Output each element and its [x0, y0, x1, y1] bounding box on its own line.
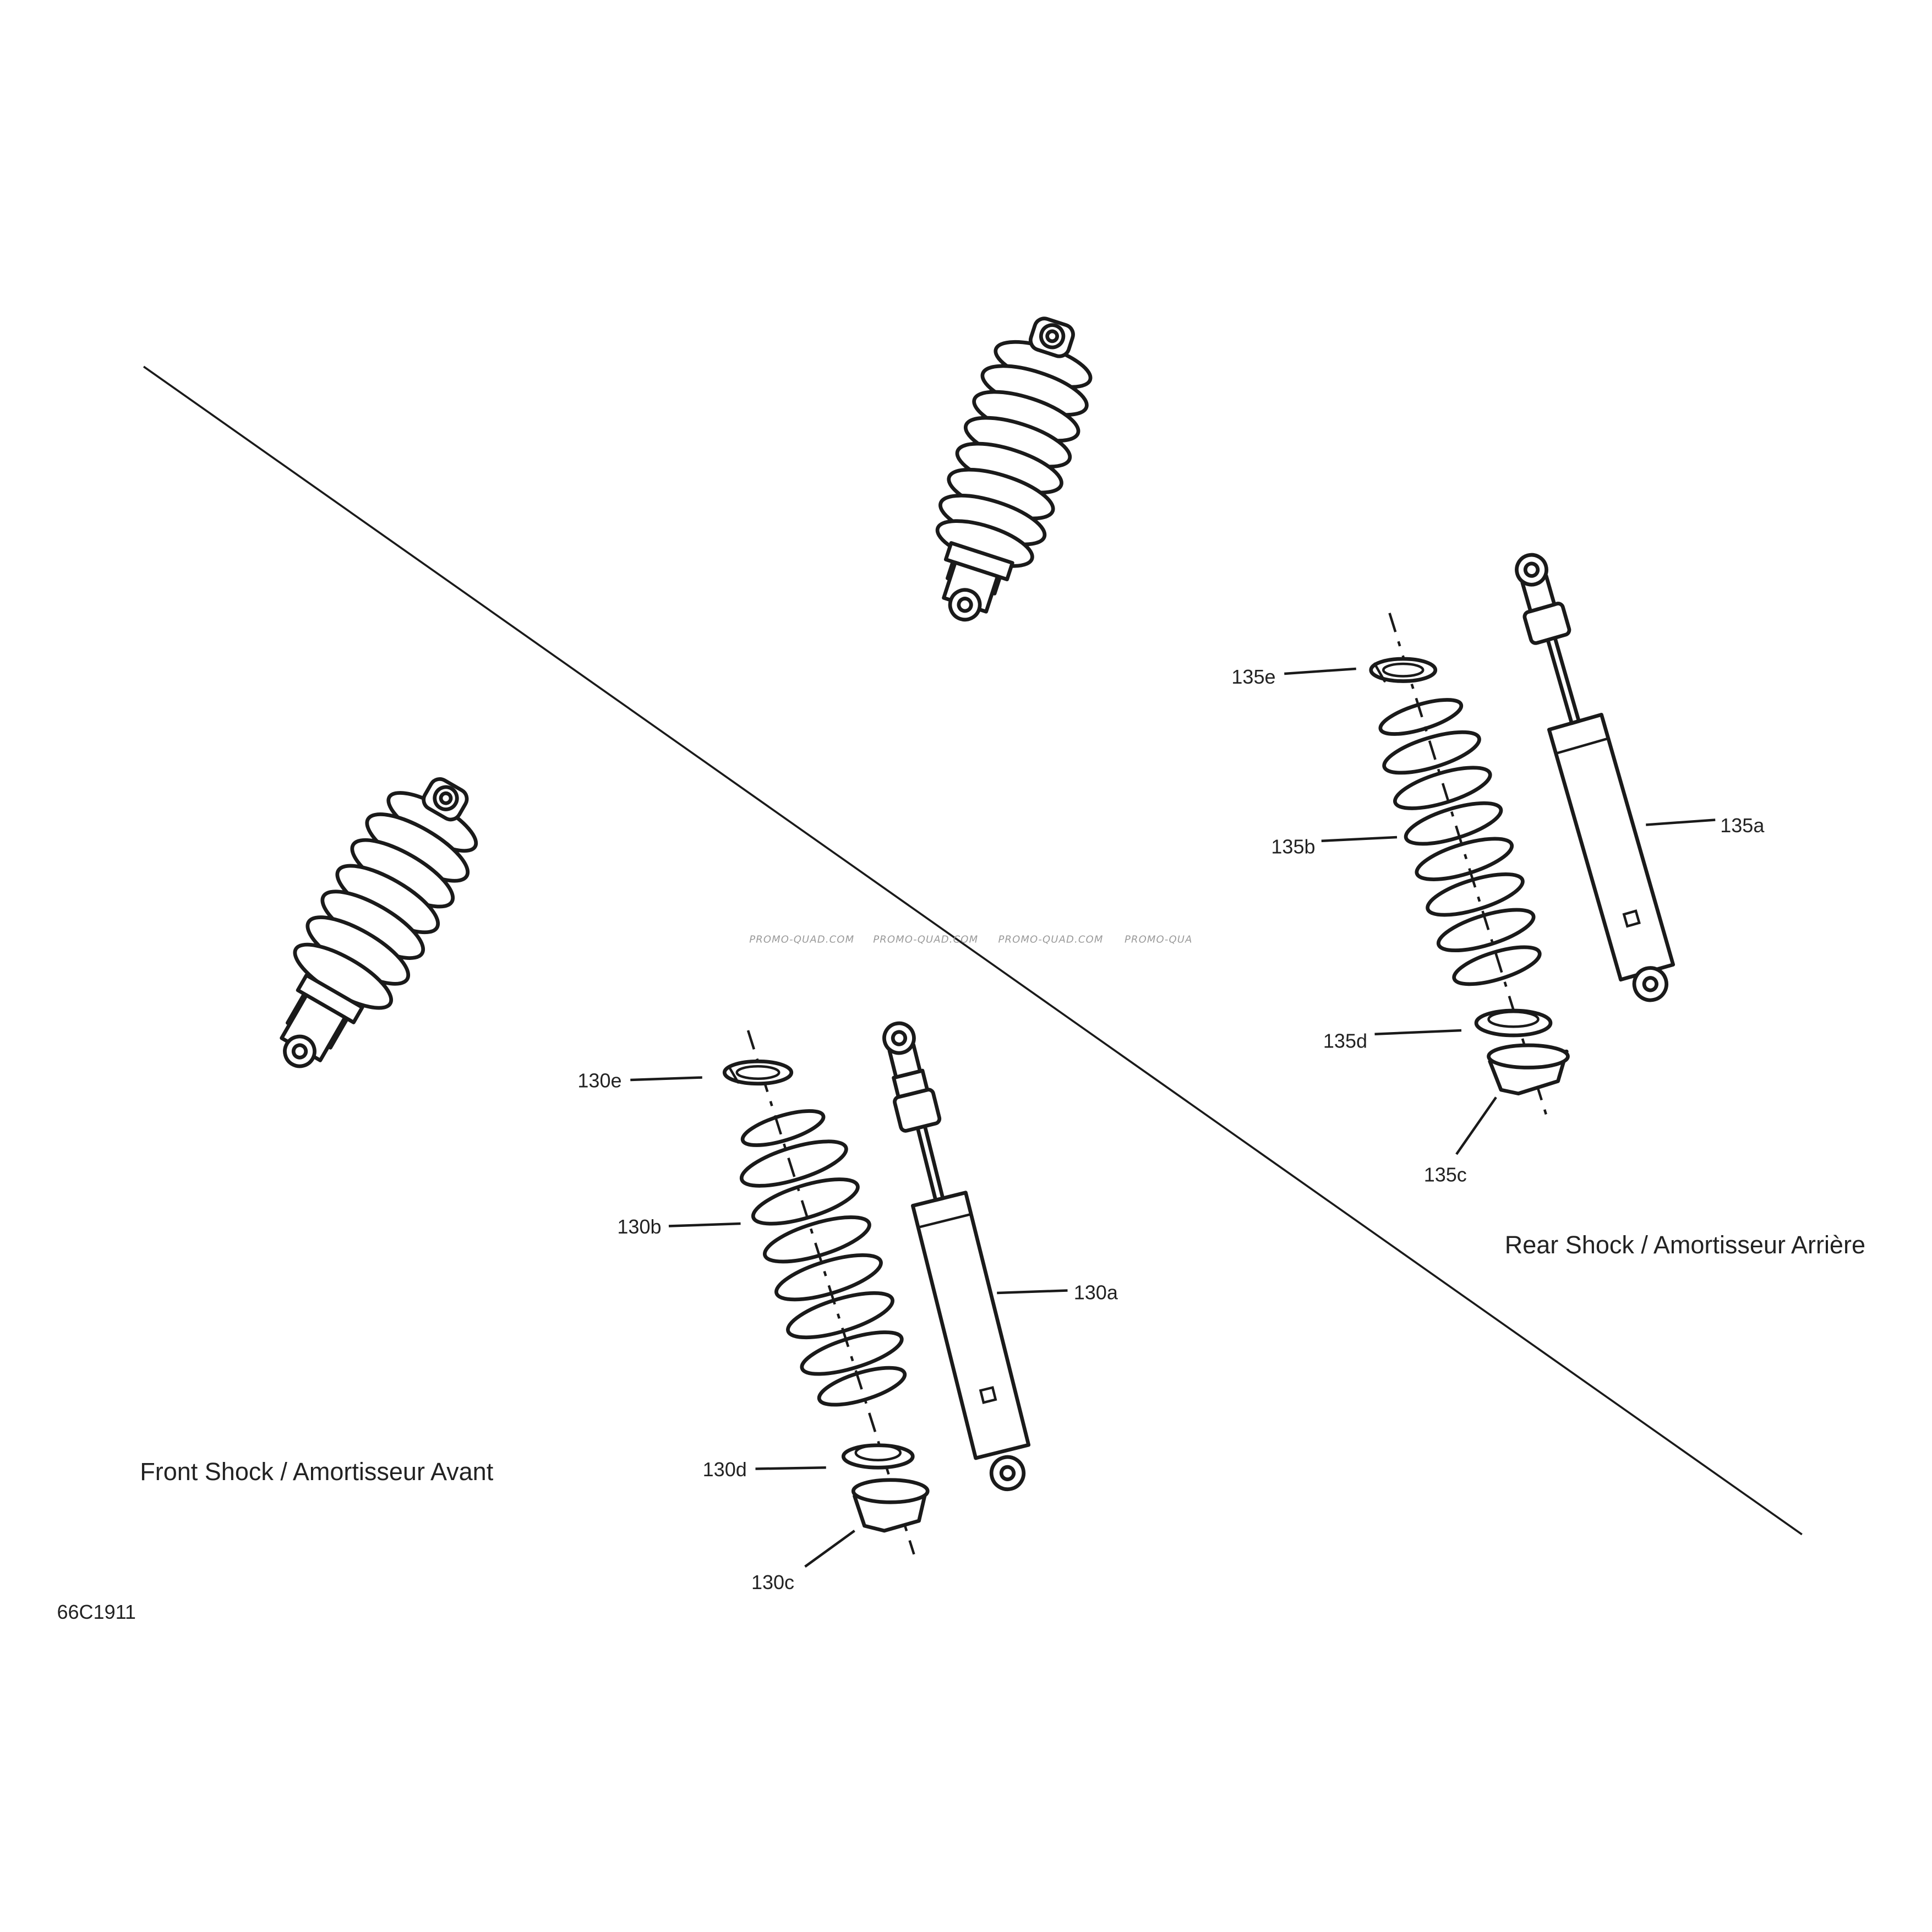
- front-spring-130b: [739, 1109, 907, 1407]
- front-damper-body-130a: [882, 1021, 1031, 1491]
- drawing-code: 66C1911: [57, 1601, 136, 1623]
- front-shock-title: Front Shock / Amortisseur Avant: [140, 1458, 493, 1486]
- assembled-rear-shock-illustration: [935, 316, 1093, 622]
- watermark-text: PROMO-QUA: [1125, 934, 1193, 945]
- rear-spring-adjuster-cup-135c: [1487, 1043, 1570, 1096]
- callout-label-135a: 135a: [1720, 814, 1765, 837]
- front-spring-adjuster-cup-130c: [851, 1478, 930, 1533]
- callout-label-135b: 135b: [1271, 835, 1315, 858]
- callout-label-135d: 135d: [1323, 1030, 1367, 1052]
- assembled-front-shock-illustration: [280, 777, 478, 1068]
- rear-spring-retainer-clip-135e: [1369, 657, 1438, 683]
- callout-label-135e: 135e: [1231, 665, 1275, 688]
- watermark-strip: PROMO-QUAD.COM PROMO-QUAD.COM PROMO-QUAD…: [749, 934, 1192, 945]
- callout-label-130a: 130a: [1074, 1281, 1118, 1303]
- watermark-text: PROMO-QUAD.COM: [998, 934, 1104, 945]
- section-divider-line: [143, 365, 1803, 1536]
- rear-shock-title: Rear Shock / Amortisseur Arrière: [1505, 1231, 1865, 1259]
- callout-label-130d: 130d: [703, 1458, 747, 1481]
- front-spring-seat-washer-130d: [841, 1443, 915, 1470]
- callout-label-130e: 130e: [577, 1069, 621, 1092]
- watermark-text: PROMO-QUAD.COM: [873, 934, 978, 945]
- callout-label-130c: 130c: [751, 1571, 794, 1593]
- rear-spring-seat-washer-135d: [1474, 1008, 1553, 1038]
- watermark-text: PROMO-QUAD.COM: [749, 934, 854, 945]
- callout-leader-lines: [630, 667, 1716, 1568]
- rear-spring-135b: [1378, 698, 1542, 986]
- callout-label-130b: 130b: [617, 1215, 661, 1238]
- callout-label-135c: 135c: [1424, 1164, 1467, 1186]
- rear-damper-body-135a: [1515, 553, 1676, 1002]
- front-spring-retainer-clip-130e: [722, 1059, 794, 1086]
